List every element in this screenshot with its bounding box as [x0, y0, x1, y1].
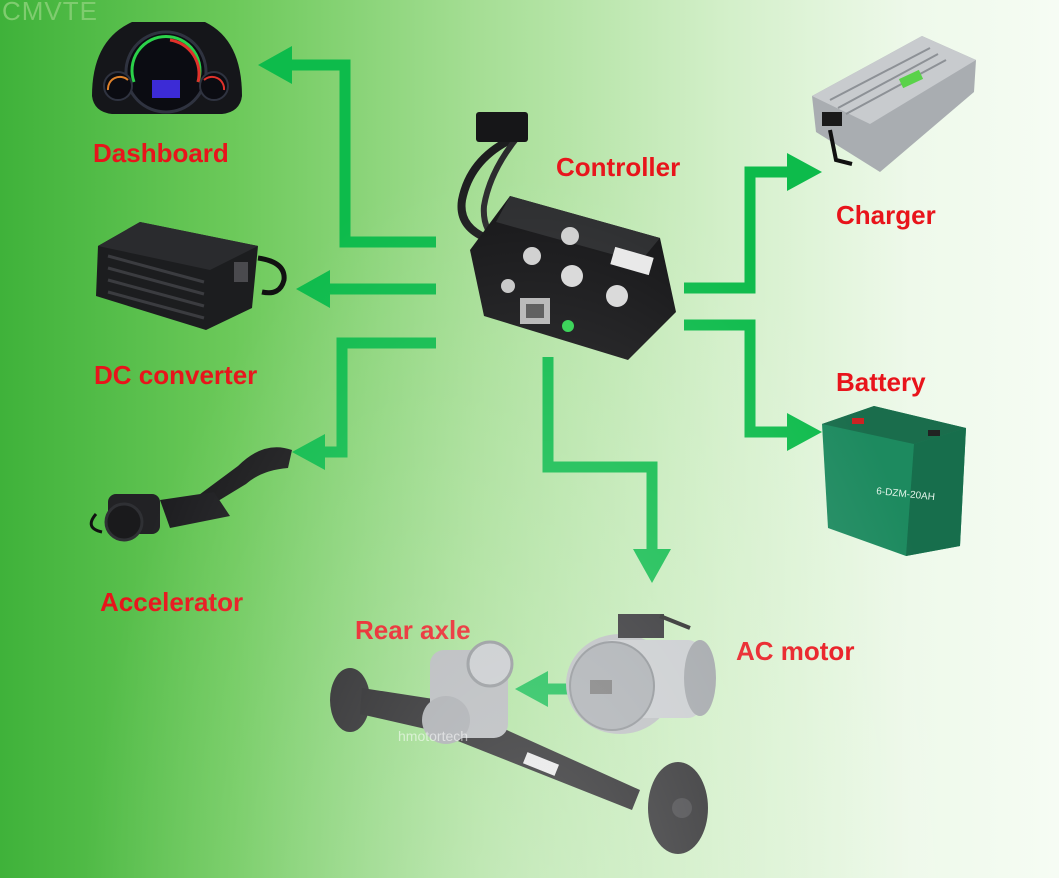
arrowhead-accelerator — [292, 434, 325, 470]
label-rear-axle: Rear axle — [355, 615, 471, 645]
label-dc-converter: DC converter — [94, 360, 258, 390]
arrowhead-rear-axle — [515, 671, 548, 707]
arrow-to-accelerator — [325, 337, 436, 458]
label-ac-motor: AC motor — [736, 636, 855, 666]
arrowhead-battery — [787, 413, 822, 451]
label-accelerator: Accelerator — [100, 587, 244, 617]
label-charger: Charger — [836, 200, 936, 230]
label-controller: Controller — [556, 152, 681, 182]
arrow-to-battery — [684, 319, 787, 438]
arrowhead-ac-motor — [633, 549, 671, 583]
watermark: CMVTE — [2, 0, 98, 26]
watermark-bottom: hmotortech — [398, 728, 469, 744]
arrow-to-dashboard — [292, 59, 436, 248]
arrowhead-dc-converter — [296, 270, 330, 308]
arrow-to-charger — [684, 166, 787, 294]
label-dashboard: Dashboard — [93, 138, 229, 168]
arrowhead-dashboard — [258, 46, 292, 84]
arrowhead-charger — [787, 153, 822, 191]
arrow-to-ac-motor — [542, 357, 658, 549]
label-battery: Battery — [836, 367, 926, 397]
